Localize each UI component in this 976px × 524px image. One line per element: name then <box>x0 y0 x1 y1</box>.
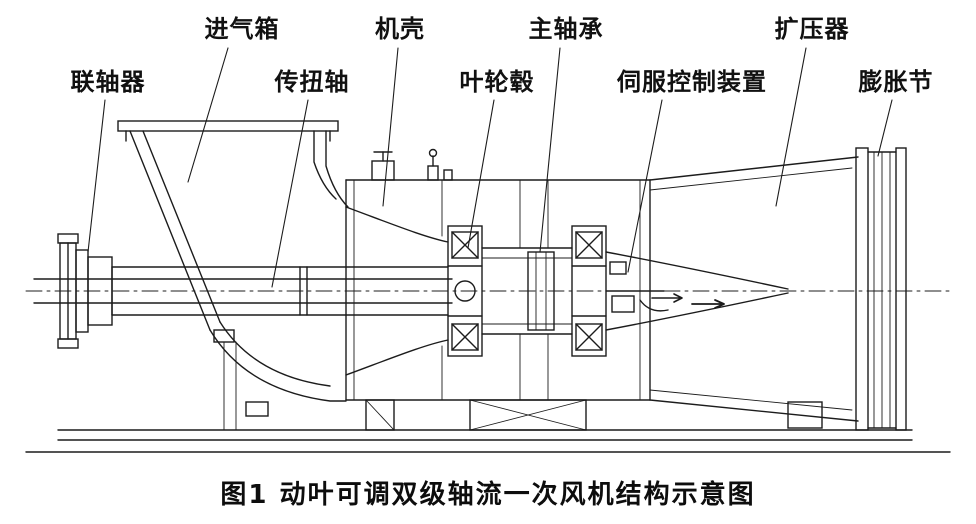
label-casing: 机壳 <box>375 15 425 43</box>
casing-part <box>345 148 651 401</box>
impeller-stage-1 <box>447 225 483 357</box>
label-inlet-box: 进气箱 <box>204 15 280 43</box>
label-torque-shaft: 传扭轴 <box>274 68 350 96</box>
impeller-stage-2 <box>571 225 607 357</box>
shaft <box>33 278 453 304</box>
expansion-joint-part <box>855 147 907 431</box>
label-coupling: 联轴器 <box>70 68 146 96</box>
impeller-hub-part <box>481 179 573 401</box>
label-main-bearing: 主轴承 <box>528 15 604 43</box>
figure-caption: 图1 动叶可调双级轴流一次风机结构示意图 <box>220 480 756 510</box>
torque-shaft-part <box>111 266 449 316</box>
coupling-part <box>57 233 113 349</box>
label-expansion-joint: 膨胀节 <box>858 68 934 96</box>
inlet-box-part <box>117 120 349 431</box>
label-diffuser: 扩压器 <box>774 15 850 43</box>
foundation <box>25 399 951 453</box>
drawing <box>25 47 951 453</box>
tail-cone <box>605 251 789 331</box>
servo-control-part <box>605 261 725 313</box>
label-impeller-hub: 叶轮毂 <box>459 68 535 96</box>
leader-lines <box>87 47 893 288</box>
diffuser-part <box>649 156 859 422</box>
label-servo-control: 伺服控制装置 <box>617 68 767 96</box>
